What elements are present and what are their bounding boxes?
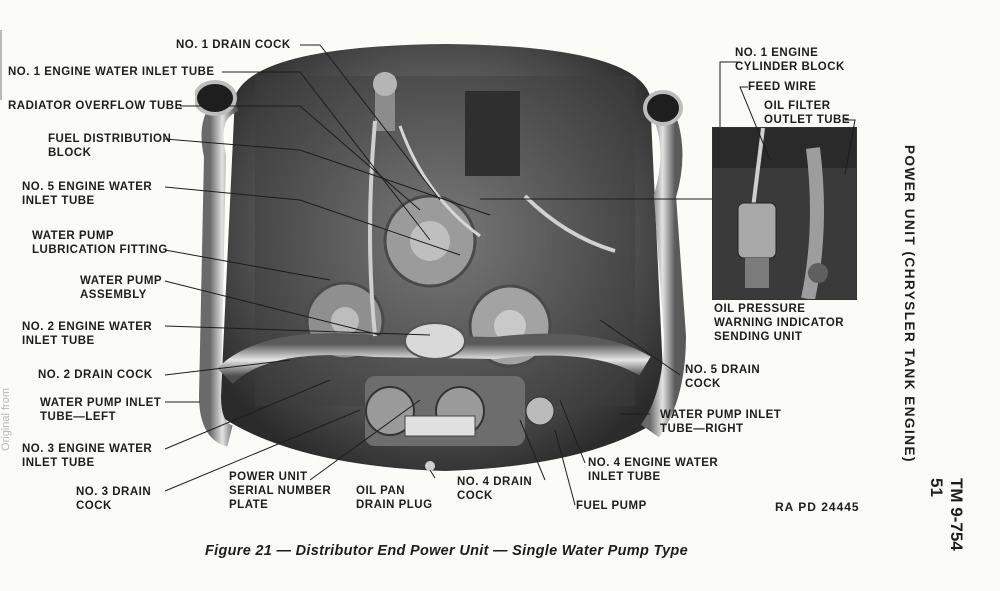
tm-page-code: TM 9-754 51 (927, 478, 966, 551)
label-fuel-pump: FUEL PUMP (576, 500, 647, 512)
label-feed-wire: FEED WIRE (748, 81, 817, 93)
label-no4-drain-cock: NO. 4 DRAIN COCK (457, 476, 533, 502)
label-no1-drain-cock: NO. 1 DRAIN COCK (176, 39, 291, 51)
label-no2-drain-cock: NO. 2 DRAIN COCK (38, 369, 153, 381)
running-head-title: POWER UNIT (CHRYSLER TANK ENGINE) (902, 145, 917, 463)
ra-code: RA PD 24445 (775, 500, 860, 514)
label-water-pump-assembly: WATER PUMP ASSEMBLY (80, 275, 163, 301)
label-no2-engine-water-inlet-tube: NO. 2 ENGINE WATER INLET TUBE (22, 321, 153, 347)
figure-caption: Figure 21 — Distributor End Power Unit —… (205, 543, 688, 559)
label-oil-filter-outlet-tube: OIL FILTER OUTLET TUBE (764, 100, 850, 126)
label-no1-engine-water-inlet-tube: NO. 1 ENGINE WATER INLET TUBE (8, 66, 215, 78)
label-no3-engine-water-inlet-tube: NO. 3 ENGINE WATER INLET TUBE (22, 443, 153, 469)
engine-photograph (195, 44, 687, 471)
label-no4-engine-water-inlet-tube: NO. 4 ENGINE WATER INLET TUBE (588, 457, 719, 483)
label-water-pump-inlet-tube-left: WATER PUMP INLET TUBE—LEFT (40, 397, 162, 423)
label-oil-pressure-warning-indicator-sending-unit: OIL PRESSURE WARNING INDICATOR SENDING U… (714, 303, 845, 343)
label-power-unit-serial-number-plate: POWER UNIT SERIAL NUMBER PLATE (229, 471, 332, 511)
label-fuel-distribution-block: FUEL DISTRIBUTION BLOCK (48, 133, 172, 159)
label-oil-pan-drain-plug: OIL PAN DRAIN PLUG (356, 485, 433, 511)
label-no5-engine-water-inlet-tube: NO. 5 ENGINE WATER INLET TUBE (22, 181, 153, 207)
label-water-pump-lubrication-fitting: WATER PUMP LUBRICATION FITTING (32, 230, 168, 256)
label-no1-engine-cylinder-block: NO. 1 ENGINE CYLINDER BLOCK (735, 47, 845, 73)
label-no3-drain-cock: NO. 3 DRAIN COCK (76, 486, 152, 512)
inset-photograph (712, 127, 857, 300)
label-radiator-overflow-tube: RADIATOR OVERFLOW TUBE (8, 100, 183, 112)
margin-watermark: Original from (0, 388, 12, 451)
label-no5-drain-cock: NO. 5 DRAIN COCK (685, 364, 761, 390)
label-water-pump-inlet-tube-right: WATER PUMP INLET TUBE—RIGHT (660, 409, 782, 435)
binding-mark (0, 30, 12, 100)
